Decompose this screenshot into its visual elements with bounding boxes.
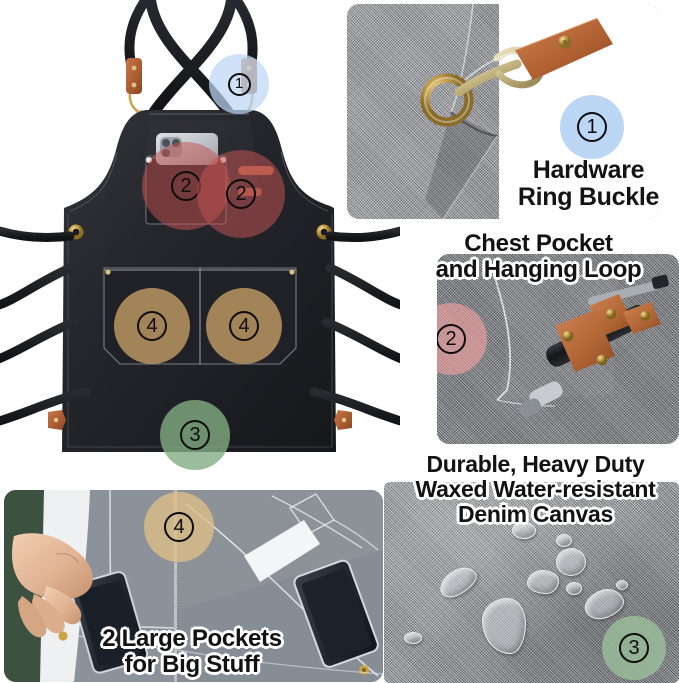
apron-callout-4-right: 4 bbox=[206, 288, 282, 364]
marker-number-4-panel: 4 bbox=[164, 512, 194, 542]
water-resistant-caption: Durable, Heavy Duty Waxed Water-resistan… bbox=[415, 451, 656, 527]
marker-number-3-panel: 3 bbox=[619, 633, 649, 663]
chest-pocket-panel: 2 bbox=[437, 254, 679, 444]
water-droplet bbox=[556, 534, 572, 547]
marker-number-3: 3 bbox=[180, 420, 210, 450]
large-pockets-caption: 2 Large Pockets for Big Stuff bbox=[102, 625, 282, 678]
water-panel-marker-3: 3 bbox=[602, 616, 666, 680]
marker-number-2-panel: 2 bbox=[437, 324, 466, 354]
water-droplet bbox=[616, 580, 628, 590]
hardware-panel-marker-1: 1 bbox=[560, 95, 624, 159]
apron-callout-3: 3 bbox=[160, 400, 230, 470]
water-droplet bbox=[527, 570, 559, 594]
large-pockets-panel: 4 bbox=[4, 490, 383, 682]
pockets-panel-marker-4: 4 bbox=[144, 492, 214, 562]
apron-callout-4-left: 4 bbox=[114, 288, 190, 364]
chest-pocket-caption: Chest Pocket and Hanging Loop bbox=[435, 230, 642, 283]
hardware-ring-buckle-panel: 1 bbox=[347, 4, 659, 219]
marker-number-1: 1 bbox=[227, 72, 251, 96]
main-apron-photo: 1 2 2 4 4 3 bbox=[0, 0, 400, 492]
marker-number-4b: 4 bbox=[229, 311, 259, 341]
water-droplet bbox=[556, 548, 586, 576]
water-droplet bbox=[404, 632, 422, 644]
water-droplet bbox=[570, 512, 582, 522]
water-resistant-panel: 3 bbox=[384, 482, 679, 683]
water-droplet bbox=[512, 522, 536, 539]
hardware-caption: Hardware Ring Buckle bbox=[517, 156, 660, 211]
marker-number-2b: 2 bbox=[226, 179, 256, 209]
apron-callout-1: 1 bbox=[209, 54, 269, 114]
marker-number-4a: 4 bbox=[137, 311, 167, 341]
water-droplet bbox=[566, 582, 582, 595]
apron-callout-2-loop: 2 bbox=[197, 150, 285, 238]
marker-number-1-panel: 1 bbox=[577, 112, 607, 142]
